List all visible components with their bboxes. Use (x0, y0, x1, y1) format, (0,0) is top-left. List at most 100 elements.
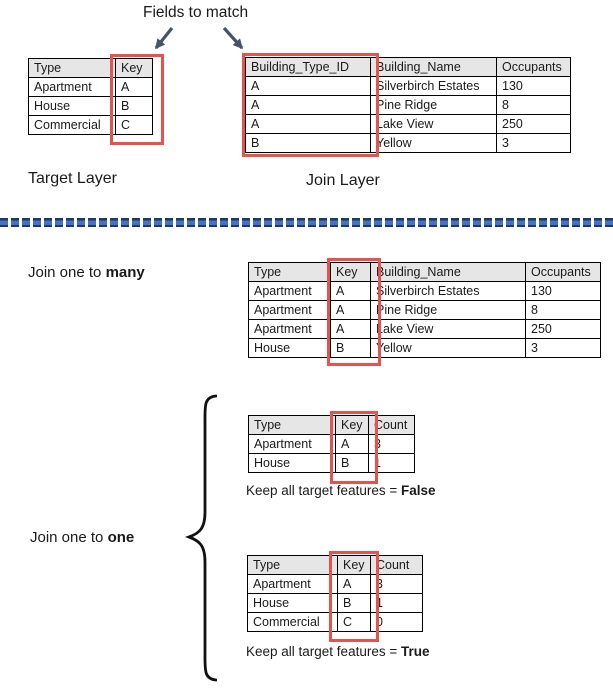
table-cell: A (330, 300, 371, 320)
column-header: Key (115, 58, 153, 78)
table-cell: House (248, 453, 336, 473)
keep-true-caption: Keep all target features = True (246, 644, 430, 659)
table-cell: Yellow (370, 338, 526, 358)
table-cell: B (330, 338, 371, 358)
table-cell: B (245, 133, 371, 153)
table-cell: 250 (525, 319, 601, 339)
table-cell: A (330, 319, 371, 339)
table-cell: 1 (368, 453, 415, 473)
target-layer-label: Target Layer (28, 170, 117, 187)
table-cell: Apartment (247, 574, 338, 594)
table-cell: House (28, 96, 116, 116)
column-header: Type (28, 58, 116, 78)
table-cell: Apartment (28, 77, 116, 97)
join-one-to-one-label-prefix: Join one to (30, 529, 108, 546)
table-cell: 8 (525, 300, 601, 320)
keep-true-caption-prefix: Keep all target features = (246, 644, 401, 659)
table-cell: Yellow (370, 133, 497, 153)
join-one-to-many-label-prefix: Join one to (28, 264, 106, 281)
keep-false-caption-prefix: Keep all target features = (246, 483, 401, 498)
arrow-to-join-key-icon (222, 26, 244, 50)
table-cell: House (247, 593, 338, 613)
table-cell: House (248, 338, 331, 358)
table-cell: A (245, 114, 371, 134)
table-cell: A (335, 434, 369, 454)
join-one-to-one-label-bold: one (107, 529, 135, 546)
curly-brace-icon (184, 394, 217, 682)
column-header: Key (335, 415, 369, 435)
column-header: Count (370, 555, 423, 575)
table-cell: C (115, 115, 153, 135)
table-cell: 3 (525, 338, 601, 358)
table-cell: A (245, 76, 371, 96)
join-one-to-one-label: Join one to one (30, 529, 134, 546)
table-cell: Apartment (248, 300, 331, 320)
column-header: Type (248, 415, 336, 435)
table-cell: 130 (496, 76, 571, 96)
column-header: Building_Type_ID (245, 57, 371, 77)
table-cell: Apartment (248, 434, 336, 454)
fields-to-match-arrows (154, 26, 244, 50)
table-cell: C (337, 612, 371, 632)
column-header: Count (368, 415, 415, 435)
table-cell: Lake View (370, 319, 526, 339)
table-cell: A (115, 77, 153, 97)
table-cell: A (245, 95, 371, 115)
column-header: Key (330, 262, 371, 282)
table-cell: 130 (525, 281, 601, 301)
table-cell: Silverbirch Estates (370, 281, 526, 301)
table-cell: 0 (370, 612, 423, 632)
table-cell: Apartment (248, 281, 331, 301)
table-cell: Commercial (28, 115, 116, 135)
table-cell: A (337, 574, 371, 594)
table-cell: 3 (370, 574, 423, 594)
join-one-to-many-label: Join one to many (28, 264, 145, 281)
table-cell: Pine Ridge (370, 95, 497, 115)
keep-false-caption: Keep all target features = False (246, 483, 436, 498)
column-header: Building_Name (370, 57, 497, 77)
join-one-to-many-label-bold: many (105, 264, 145, 281)
table-cell: B (115, 96, 153, 116)
table-cell: 8 (496, 95, 571, 115)
table-cell: A (330, 281, 371, 301)
table-cell: Silverbirch Estates (370, 76, 497, 96)
fields-to-match-title: Fields to match (143, 4, 249, 21)
keep-false-caption-bold: False (400, 483, 436, 498)
table-cell: Commercial (247, 612, 338, 632)
column-header: Occupants (525, 262, 601, 282)
table-cell: 250 (496, 114, 571, 134)
arrow-to-target-key-icon (154, 27, 174, 50)
table-cell: 3 (496, 133, 571, 153)
table-cell: Pine Ridge (370, 300, 526, 320)
column-header: Type (247, 555, 338, 575)
column-header: Occupants (496, 57, 571, 77)
table-cell: Apartment (248, 319, 331, 339)
column-header: Key (337, 555, 371, 575)
table-cell: B (337, 593, 371, 613)
table-cell: 3 (368, 434, 415, 454)
table-cell: Lake View (370, 114, 497, 134)
column-header: Building_Name (370, 262, 526, 282)
column-header: Type (248, 262, 331, 282)
